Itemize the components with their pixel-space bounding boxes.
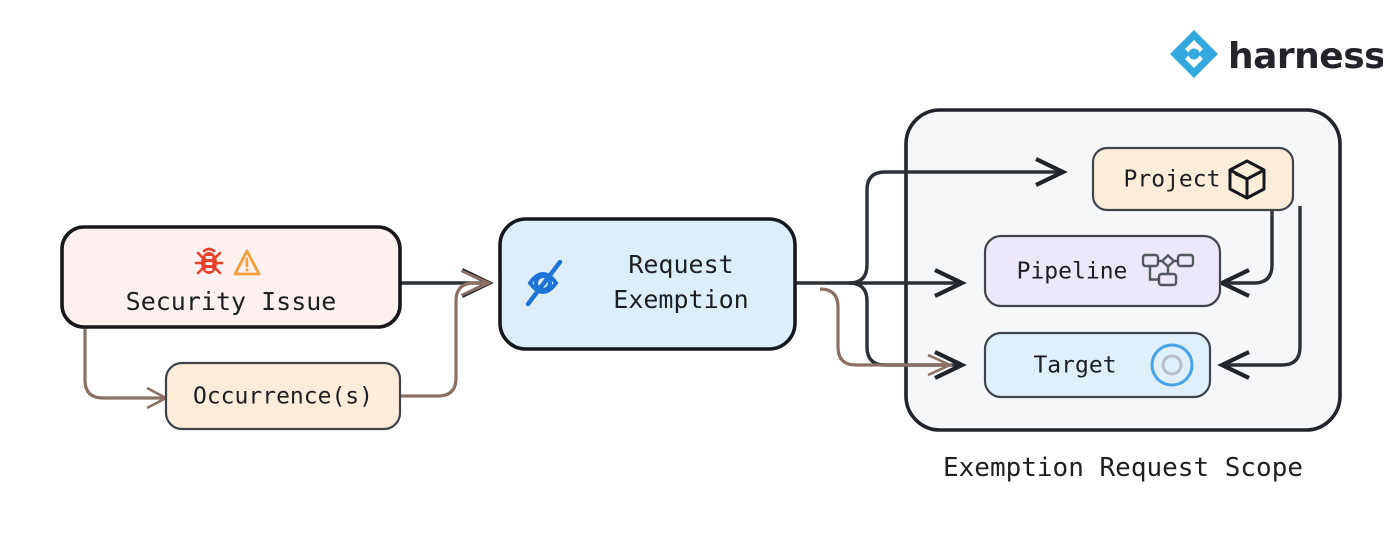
bug-icon [194,247,224,275]
request-exemption-label-line2: Exemption [613,285,748,314]
target-label: Target [1033,353,1116,379]
target-box[interactable] [983,331,1212,399]
node-occurrences[interactable]: Occurrence(s) [164,361,402,431]
node-security-issue[interactable]: Security Issue [60,225,402,329]
warning-triangle-icon [233,249,261,276]
edge-request-to-pipeline [849,268,967,298]
edge-occurrences-to-request [400,269,493,398]
edge-project-to-pipeline [1217,206,1274,298]
target-circle-icon [1150,343,1194,387]
occurrences-label: Occurrence(s) [193,384,373,410]
eye-off-icon [525,259,563,307]
node-target[interactable]: Target [983,331,1212,399]
cube-icon [1228,159,1266,200]
request-exemption-box[interactable] [498,217,797,351]
node-request-exemption[interactable]: Request Exemption [498,217,797,351]
pipeline-nodes-icon [1141,253,1195,287]
occurrences-box[interactable] [164,361,402,431]
pipeline-label: Pipeline [1017,259,1128,285]
project-label: Project [1124,167,1221,193]
edge-request-to-project [848,157,1068,285]
harness-diamond-logo-icon [1170,30,1218,78]
request-exemption-label-line1: Request [628,250,733,279]
node-pipeline[interactable]: Pipeline [983,234,1222,308]
scope-caption: Exemption Request Scope [943,453,1303,483]
pipeline-box[interactable] [983,234,1222,308]
node-project[interactable]: Project [1091,146,1295,212]
edge-project-to-target [1217,206,1302,380]
brand-name: harness [1228,36,1383,77]
edge-security-to-occurrences [83,326,169,410]
security-issue-label: Security Issue [126,287,337,316]
security-issue-box[interactable] [60,225,402,329]
harness-logo: harness [1170,30,1383,78]
edge-occurrences-to-target [819,287,954,377]
